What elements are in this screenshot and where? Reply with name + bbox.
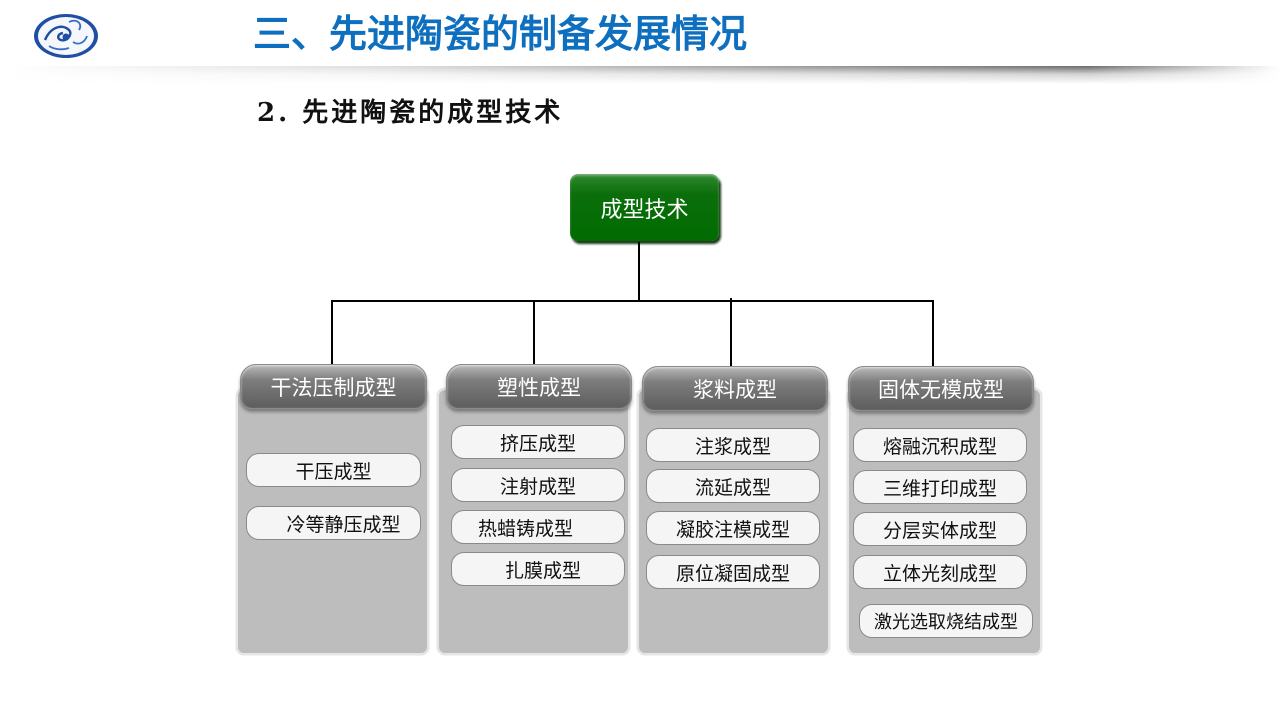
method-item: 立体光刻成型 bbox=[853, 555, 1027, 589]
category-label: 固体无模成型 bbox=[878, 377, 1004, 402]
method-label: 凝胶注模成型 bbox=[675, 518, 790, 541]
method-item: 凝胶注模成型 bbox=[646, 511, 820, 545]
connector-drop-3 bbox=[730, 298, 732, 366]
method-label: 冷等静压成型 bbox=[286, 513, 401, 536]
category-header-dry-pressing: 干法压制成型 bbox=[240, 364, 427, 409]
method-label: 扎膜成型 bbox=[504, 559, 581, 582]
root-node-forming-technology: 成型技术 bbox=[570, 174, 719, 241]
method-label: 三维打印成型 bbox=[882, 477, 997, 500]
method-label: 注浆成型 bbox=[694, 435, 771, 458]
porcelain-logo-icon bbox=[33, 12, 99, 60]
header-divider bbox=[0, 66, 1280, 84]
method-label: 立体光刻成型 bbox=[882, 562, 997, 585]
method-item: 注浆成型 bbox=[646, 428, 820, 462]
category-header-solid-freeform: 固体无模成型 bbox=[848, 366, 1034, 411]
method-item: 挤压成型 bbox=[451, 425, 625, 459]
category-label: 塑性成型 bbox=[497, 375, 581, 400]
category-header-plastic-forming: 塑性成型 bbox=[446, 364, 632, 409]
connector-horizontal bbox=[331, 300, 934, 302]
method-item: 扎膜成型 bbox=[451, 552, 625, 586]
method-label: 挤压成型 bbox=[499, 432, 576, 455]
method-item: 熔融沉积成型 bbox=[853, 428, 1027, 462]
method-label: 热蜡铸成型 bbox=[478, 517, 574, 540]
method-item: 三维打印成型 bbox=[853, 470, 1027, 504]
page-title: 三、先进陶瓷的制备发展情况 bbox=[253, 12, 748, 56]
method-label: 熔融沉积成型 bbox=[882, 435, 997, 458]
section-title: 2. 先进陶瓷的成型技术 bbox=[257, 98, 564, 128]
connector-drop-4 bbox=[932, 300, 934, 366]
method-item: 干压成型 bbox=[246, 453, 421, 487]
method-item: 激光选取烧结成型 bbox=[859, 604, 1033, 638]
connector-trunk bbox=[638, 242, 640, 302]
method-item: 原位凝固成型 bbox=[646, 555, 820, 589]
method-item: 冷等静压成型 bbox=[246, 506, 421, 540]
category-label: 干法压制成型 bbox=[270, 375, 397, 400]
connector-drop-1 bbox=[331, 300, 333, 366]
method-label: 干压成型 bbox=[295, 460, 372, 483]
method-item: 热蜡铸成型 bbox=[451, 510, 625, 544]
method-label: 流延成型 bbox=[694, 476, 771, 499]
method-label: 原位凝固成型 bbox=[675, 562, 790, 585]
method-item: 分层实体成型 bbox=[853, 512, 1027, 546]
root-node-label: 成型技术 bbox=[600, 197, 689, 223]
method-item: 流延成型 bbox=[646, 469, 820, 503]
method-label: 注射成型 bbox=[499, 475, 576, 498]
connector-drop-2 bbox=[533, 300, 535, 366]
category-header-slurry-forming: 浆料成型 bbox=[642, 366, 828, 411]
method-label: 激光选取烧结成型 bbox=[874, 612, 1018, 633]
method-item: 注射成型 bbox=[451, 468, 625, 502]
category-label: 浆料成型 bbox=[693, 377, 777, 402]
method-label: 分层实体成型 bbox=[882, 519, 997, 542]
